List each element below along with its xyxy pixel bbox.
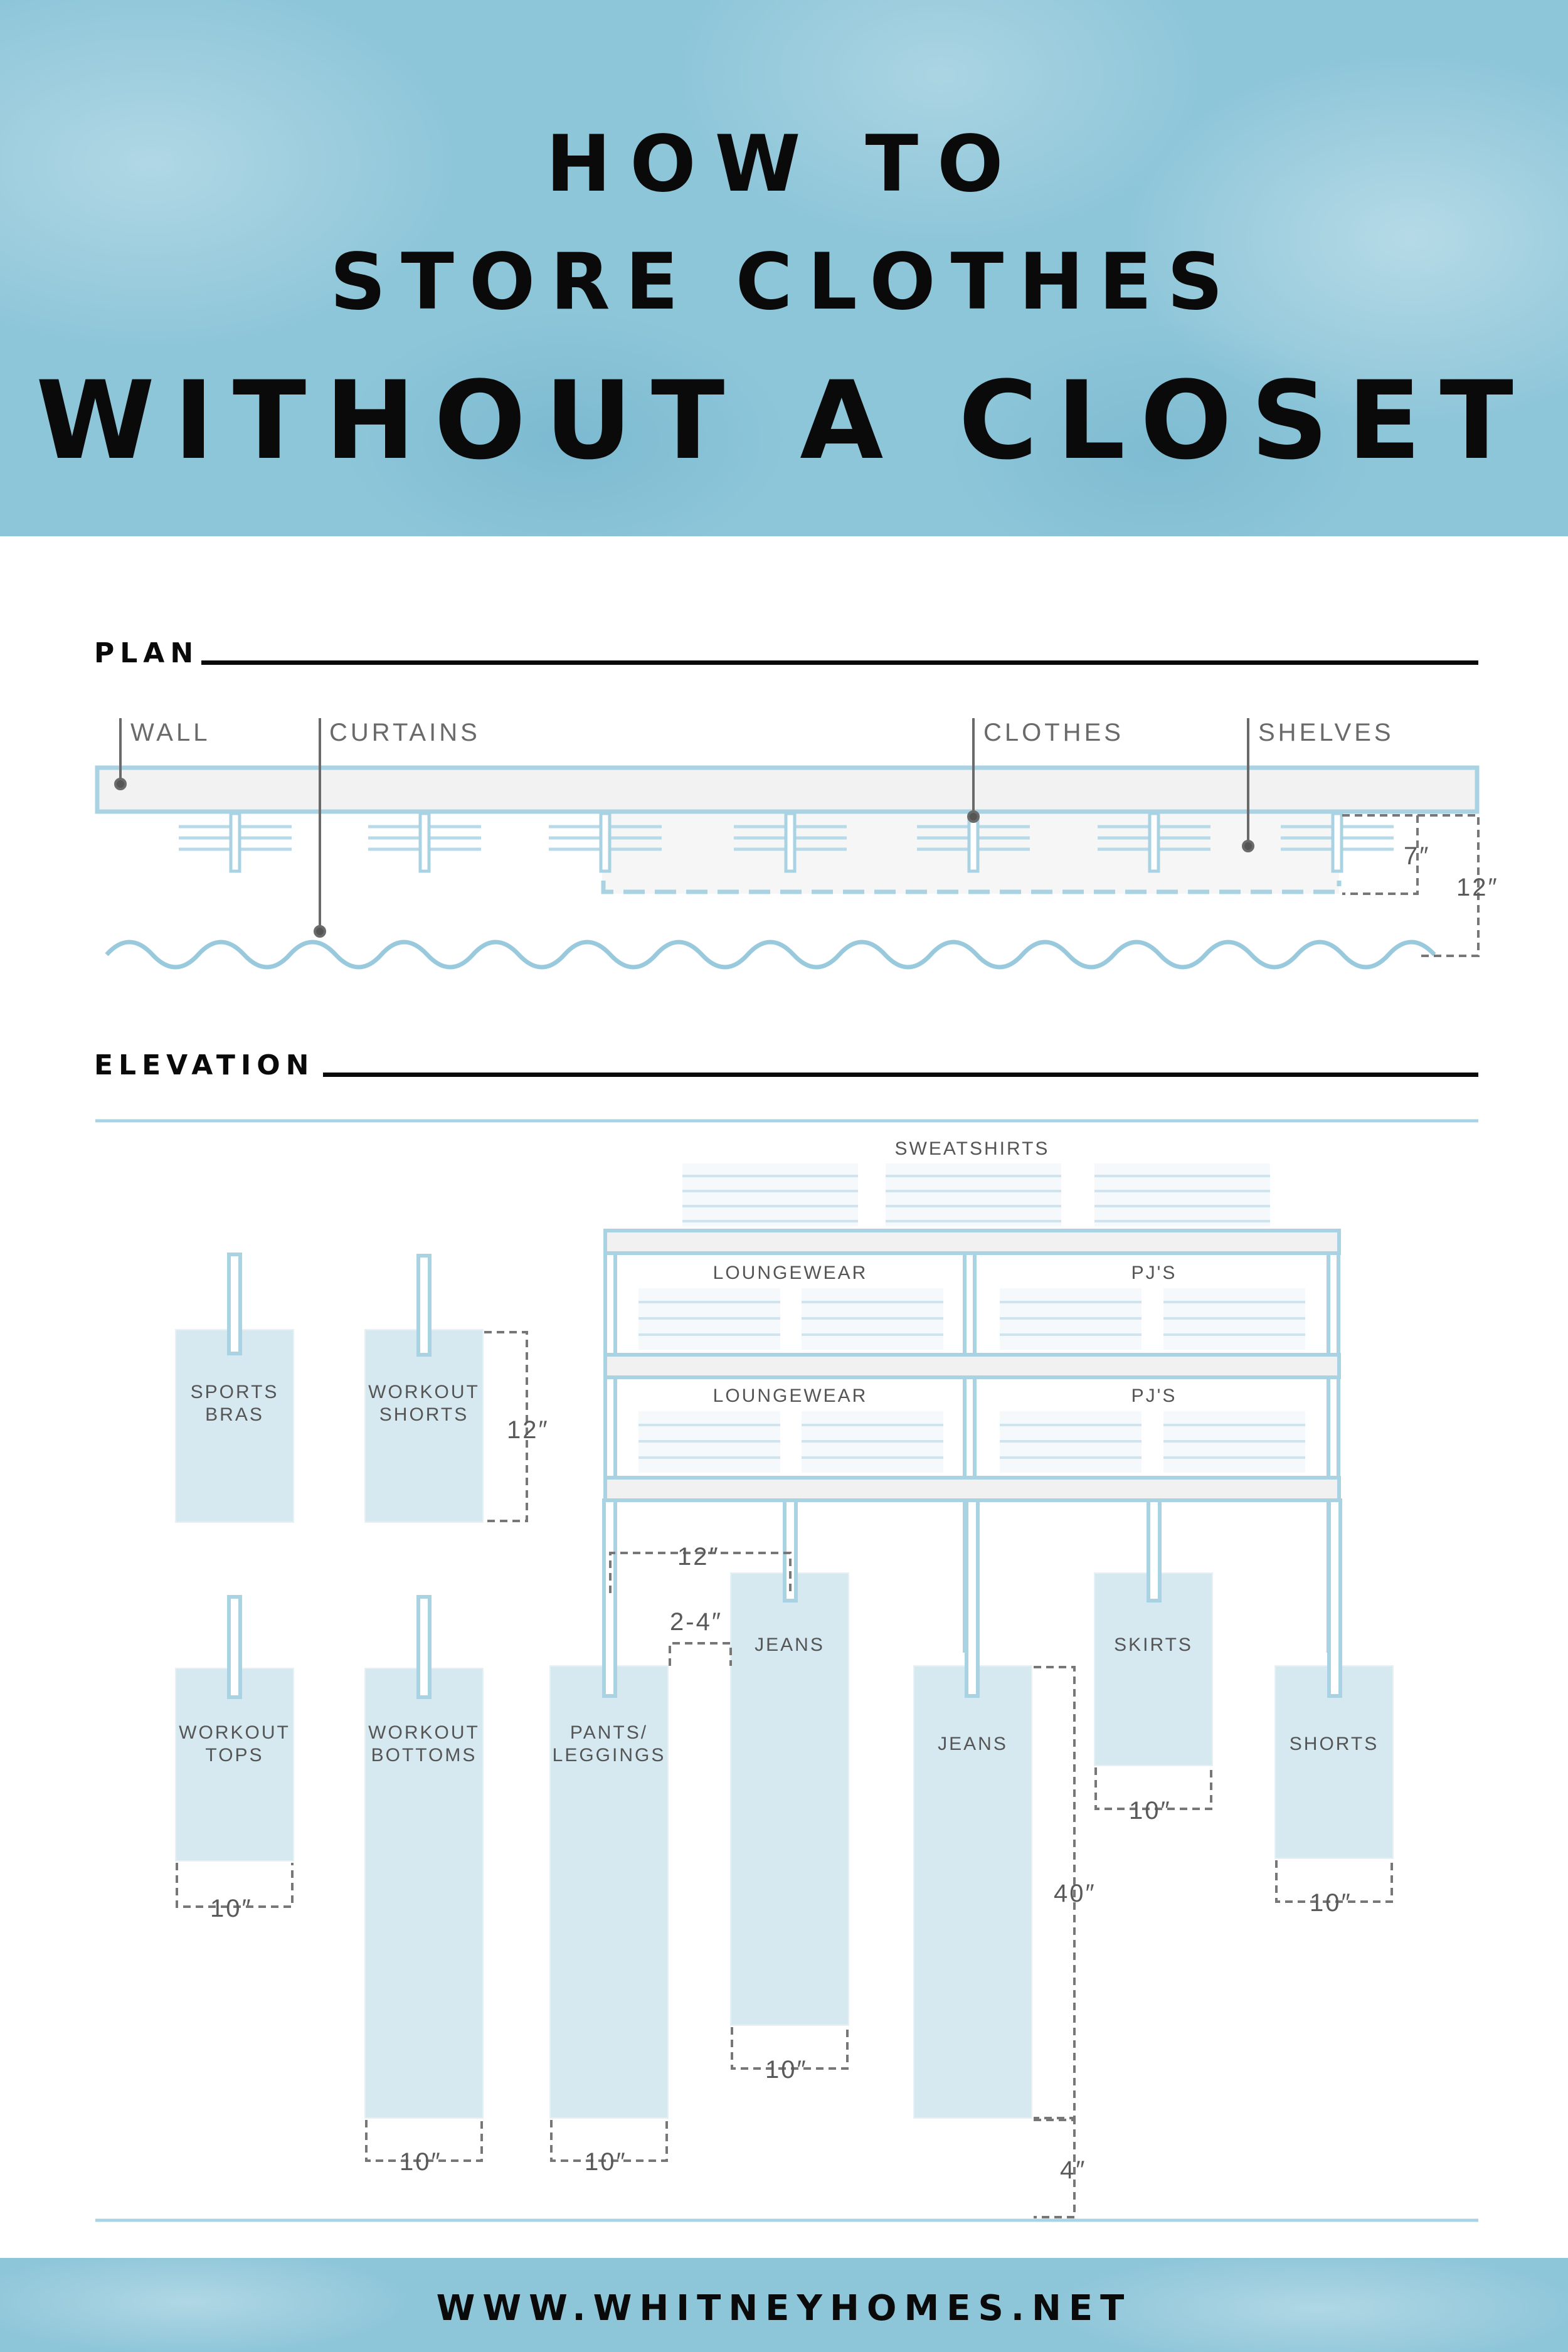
item-workout-tops bbox=[175, 1668, 294, 1862]
dim-pants-length: 40″ bbox=[1054, 1880, 1096, 1907]
label-loungewear-1: LOUNGEWEAR bbox=[712, 1263, 868, 1283]
plan-heading: PLAN bbox=[94, 637, 202, 669]
label-curtains: CURTAINS bbox=[329, 719, 480, 746]
elevation-rule bbox=[323, 1073, 1478, 1077]
label-loungewear-2: LOUNGEWEAR bbox=[712, 1385, 868, 1406]
label-shorts: SHORTS bbox=[1289, 1734, 1379, 1754]
label-workout-bottoms: WORKOUT BOTTOMS bbox=[368, 1722, 480, 1766]
item-shorts bbox=[1274, 1665, 1394, 1859]
item-skirts bbox=[1094, 1572, 1213, 1766]
plan-drawing bbox=[95, 718, 1480, 970]
elevation-drawing bbox=[95, 1119, 1478, 2222]
title-line-2: STORE CLOTHES bbox=[329, 237, 1239, 327]
label-sports-bras: SPORTS BRAS bbox=[190, 1382, 279, 1425]
label-sweatshirts: SWEATSHIRTS bbox=[894, 1138, 1050, 1159]
hangers bbox=[227, 1253, 1342, 1699]
label-clothes: CLOTHES bbox=[983, 719, 1124, 746]
plan-leaders bbox=[114, 718, 1254, 938]
dim-width-jeans: 10″ bbox=[765, 2056, 808, 2084]
plan-rule bbox=[201, 660, 1478, 665]
dim-width-skirts: 10″ bbox=[1129, 1797, 1172, 1825]
plan-dimension-lines bbox=[1342, 814, 1480, 957]
dim-width-pants: 10″ bbox=[585, 2148, 627, 2176]
plan-wall bbox=[95, 765, 1480, 814]
dim-gap: 2-4″ bbox=[670, 1608, 723, 1636]
label-shelves: SHELVES bbox=[1258, 719, 1394, 746]
label-jeans-2: JEANS bbox=[938, 1734, 1008, 1754]
title-line-3: WITHOUT A CLOSET bbox=[36, 358, 1532, 484]
dim-shorts-height: 12″ bbox=[507, 1416, 549, 1444]
dim-width-bottoms: 10″ bbox=[400, 2148, 442, 2176]
label-pjs-1: PJ'S bbox=[1131, 1263, 1177, 1283]
elevation-heading: ELEVATION bbox=[94, 1049, 317, 1081]
sweatshirt-stacks bbox=[681, 1162, 1271, 1227]
dim-total-depth: 12″ bbox=[1456, 874, 1499, 901]
dim-width-shorts: 10″ bbox=[1310, 1889, 1352, 1917]
plan-clothes bbox=[179, 812, 1394, 873]
footer-banner bbox=[0, 2258, 1568, 2352]
label-workout-shorts: WORKOUT SHORTS bbox=[368, 1382, 480, 1425]
plan-curtains bbox=[105, 940, 1436, 970]
dim-floor-clearance: 4″ bbox=[1060, 2156, 1087, 2184]
label-pjs-2: PJ'S bbox=[1131, 1385, 1177, 1406]
plan-shelf-outline bbox=[601, 881, 1342, 894]
footer-url[interactable]: WWW.WHITNEYHOMES.NET bbox=[436, 2288, 1132, 2329]
label-workout-tops: WORKOUT TOPS bbox=[179, 1722, 290, 1766]
item-jeans-2 bbox=[913, 1665, 1032, 2119]
item-sports-bras bbox=[175, 1329, 294, 1523]
dim-hanger-spacing: 12″ bbox=[677, 1543, 720, 1571]
label-wall: WALL bbox=[130, 719, 211, 746]
label-pants-leggings: PANTS/ LEGGINGS bbox=[552, 1722, 666, 1766]
dim-width-tops: 10″ bbox=[210, 1895, 253, 1922]
label-jeans-1: JEANS bbox=[755, 1634, 825, 1655]
dim-shelf-depth: 7″ bbox=[1404, 842, 1431, 870]
header-banner bbox=[0, 0, 1568, 536]
title-line-1: HOW TO bbox=[546, 119, 1022, 209]
elevation-dimension-lines bbox=[176, 1331, 1393, 2218]
item-jeans-1 bbox=[730, 1572, 849, 2026]
label-skirts: SKIRTS bbox=[1114, 1634, 1193, 1655]
